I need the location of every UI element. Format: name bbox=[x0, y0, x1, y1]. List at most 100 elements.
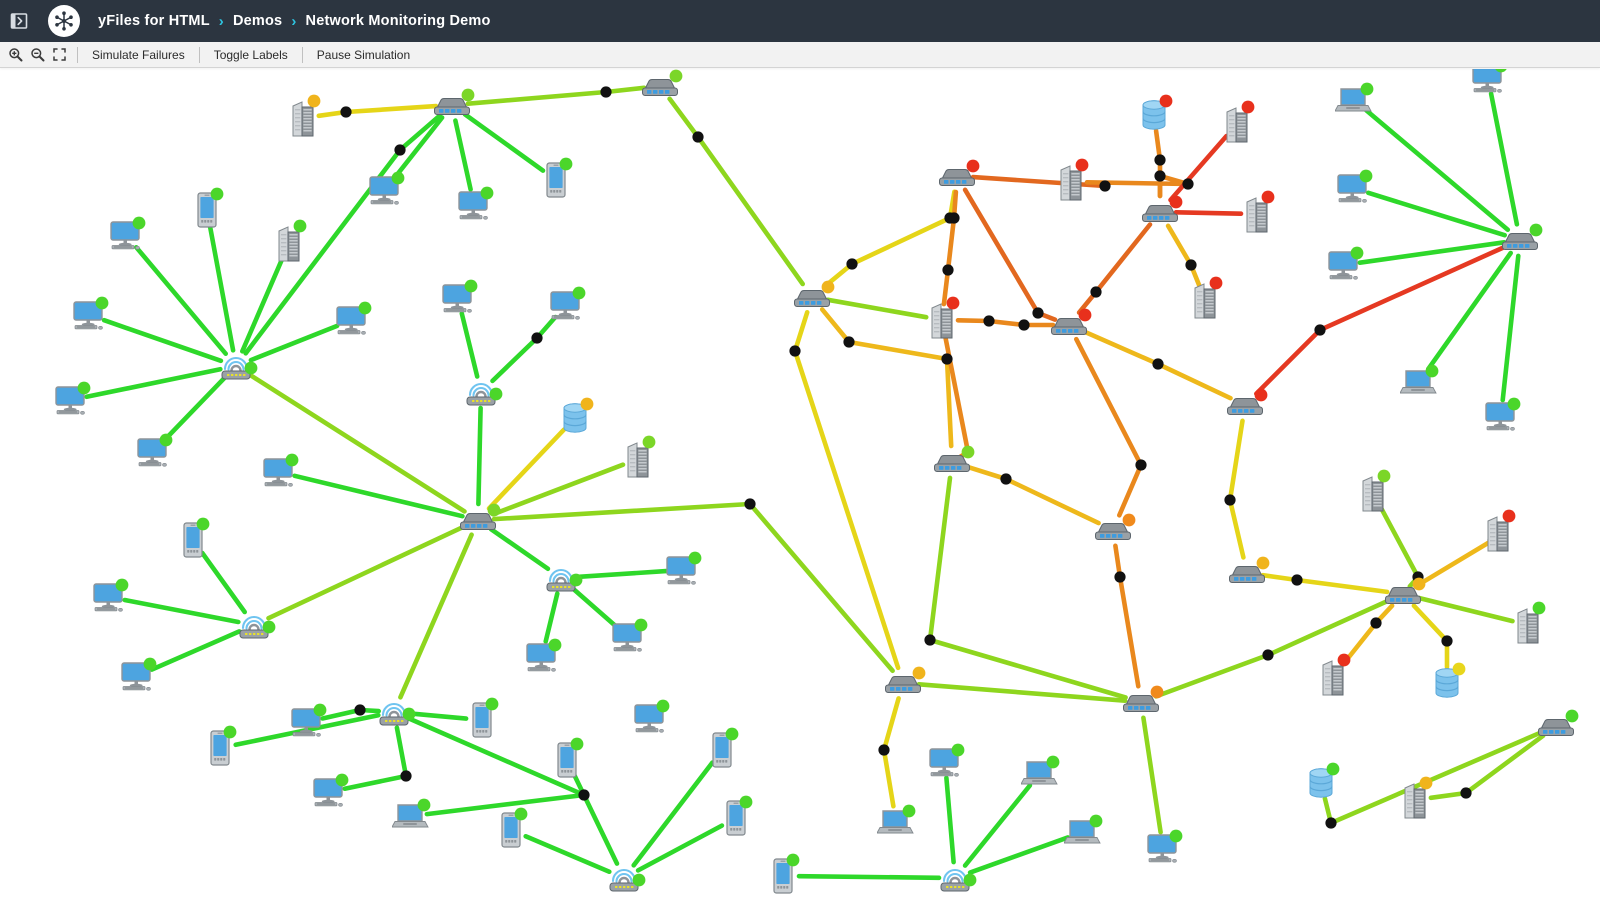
graph-edge[interactable] bbox=[453, 118, 473, 192]
graph-node-wlan[interactable] bbox=[378, 702, 416, 727]
node-status-badge[interactable] bbox=[1452, 662, 1466, 676]
node-status-badge[interactable] bbox=[335, 773, 349, 787]
graph-node-switch[interactable] bbox=[1142, 195, 1183, 222]
graph-node-smartphone[interactable] bbox=[557, 737, 584, 778]
edge-bend-marker[interactable] bbox=[1325, 817, 1337, 829]
edge-bend-marker[interactable] bbox=[924, 634, 936, 646]
graph-edge[interactable] bbox=[1074, 336, 1144, 518]
graph-edge[interactable] bbox=[965, 464, 1101, 526]
graph-node-server[interactable] bbox=[292, 94, 321, 137]
graph-node-workstation[interactable] bbox=[263, 453, 299, 487]
node-status-badge[interactable] bbox=[946, 296, 960, 310]
node-status-badge[interactable] bbox=[132, 216, 146, 230]
toggle-labels-button[interactable]: Toggle Labels bbox=[213, 47, 288, 62]
node-status-badge[interactable] bbox=[1241, 100, 1255, 114]
graph-node-server[interactable] bbox=[1322, 653, 1351, 696]
graph-node-switch[interactable] bbox=[885, 666, 926, 693]
graph-node-smartphone[interactable] bbox=[197, 187, 224, 228]
graph-edge[interactable] bbox=[342, 725, 409, 791]
graph-edge[interactable] bbox=[149, 629, 242, 672]
node-status-badge[interactable] bbox=[487, 503, 501, 517]
node-status-badge[interactable] bbox=[569, 573, 583, 587]
node-status-badge[interactable] bbox=[642, 435, 656, 449]
node-status-badge[interactable] bbox=[1169, 195, 1183, 209]
breadcrumb-item-yfiles-for-html[interactable]: yFiles for HTML bbox=[98, 13, 210, 29]
node-status-badge[interactable] bbox=[739, 795, 753, 809]
graph-edge[interactable] bbox=[1322, 730, 1544, 826]
graph-edge[interactable] bbox=[944, 775, 956, 865]
graph-node-database[interactable] bbox=[563, 397, 594, 433]
graph-node-workstation[interactable] bbox=[634, 699, 670, 733]
zoom-in-button[interactable] bbox=[5, 45, 25, 65]
graph-node-workstation[interactable] bbox=[929, 743, 965, 777]
edge-bend-marker[interactable] bbox=[846, 258, 858, 270]
graph-node-workstation[interactable] bbox=[137, 433, 173, 467]
pause-simulation-button[interactable]: Pause Simulation bbox=[316, 47, 411, 62]
graph-node-server[interactable] bbox=[1060, 158, 1089, 201]
graph-edge[interactable] bbox=[1428, 733, 1546, 801]
graph-node-laptop[interactable] bbox=[877, 804, 916, 834]
node-status-badge[interactable] bbox=[1256, 556, 1270, 570]
node-status-badge[interactable] bbox=[951, 743, 965, 757]
node-status-badge[interactable] bbox=[1359, 169, 1373, 183]
edge-bend-marker[interactable] bbox=[789, 345, 801, 357]
breadcrumb-item-demos[interactable]: Demos bbox=[232, 13, 283, 29]
node-status-badge[interactable] bbox=[293, 219, 307, 233]
edge-bend-marker[interactable] bbox=[1262, 649, 1274, 661]
node-status-badge[interactable] bbox=[485, 697, 499, 711]
node-status-badge[interactable] bbox=[489, 387, 503, 401]
graph-edge[interactable] bbox=[796, 873, 942, 881]
graph-node-switch[interactable] bbox=[460, 503, 501, 530]
graph-node-wlan[interactable] bbox=[545, 568, 583, 593]
node-status-badge[interactable] bbox=[1565, 709, 1579, 723]
graph-edge[interactable] bbox=[488, 526, 551, 572]
node-status-badge[interactable] bbox=[1337, 653, 1351, 667]
node-status-badge[interactable] bbox=[1495, 69, 1508, 73]
graph-node-switch[interactable] bbox=[1095, 513, 1136, 540]
edge-bend-marker[interactable] bbox=[941, 353, 953, 365]
node-status-badge[interactable] bbox=[514, 807, 528, 821]
graph-node-smartphone[interactable] bbox=[210, 725, 237, 766]
graph-node-smartphone[interactable] bbox=[546, 157, 573, 198]
graph-node-workstation[interactable] bbox=[73, 296, 109, 330]
edge-bend-marker[interactable] bbox=[1370, 617, 1382, 629]
graph-edge[interactable] bbox=[1168, 133, 1229, 203]
edge-bend-marker[interactable] bbox=[1099, 180, 1111, 192]
graph-edge[interactable] bbox=[916, 682, 1128, 703]
graph-node-workstation[interactable] bbox=[55, 381, 91, 415]
graph-node-smartphone[interactable] bbox=[183, 517, 210, 558]
node-status-badge[interactable] bbox=[559, 157, 573, 171]
graph-edge[interactable] bbox=[631, 760, 715, 868]
edge-bend-marker[interactable] bbox=[1154, 154, 1166, 166]
graph-edge[interactable] bbox=[101, 317, 224, 364]
graph-node-switch[interactable] bbox=[1123, 685, 1164, 712]
edge-bend-marker[interactable] bbox=[1018, 319, 1030, 331]
node-status-badge[interactable] bbox=[1425, 364, 1439, 378]
graph-node-workstation[interactable] bbox=[666, 551, 702, 585]
node-status-badge[interactable] bbox=[548, 638, 562, 652]
graph-canvas[interactable] bbox=[0, 69, 1600, 900]
node-status-badge[interactable] bbox=[1261, 190, 1275, 204]
node-status-badge[interactable] bbox=[634, 618, 648, 632]
node-status-badge[interactable] bbox=[570, 737, 584, 751]
node-status-badge[interactable] bbox=[1529, 223, 1543, 237]
node-status-badge[interactable] bbox=[1350, 246, 1364, 260]
node-status-badge[interactable] bbox=[461, 88, 475, 102]
node-status-badge[interactable] bbox=[688, 551, 702, 565]
graph-node-switch[interactable] bbox=[934, 445, 975, 472]
graph-edge[interactable] bbox=[407, 711, 469, 721]
graph-node-switch[interactable] bbox=[1227, 388, 1268, 415]
graph-node-server[interactable] bbox=[1226, 100, 1255, 143]
graph-node-workstation[interactable] bbox=[1337, 169, 1373, 204]
graph-node-switch[interactable] bbox=[1051, 308, 1092, 335]
graph-edge[interactable] bbox=[459, 311, 480, 379]
graph-edge[interactable] bbox=[1227, 418, 1246, 560]
node-status-badge[interactable] bbox=[1169, 829, 1183, 843]
graph-node-server[interactable] bbox=[1404, 776, 1433, 819]
node-status-badge[interactable] bbox=[1254, 388, 1268, 402]
node-status-badge[interactable] bbox=[632, 873, 646, 887]
node-status-badge[interactable] bbox=[1419, 776, 1433, 790]
graph-edge[interactable] bbox=[248, 323, 340, 363]
edge-bend-marker[interactable] bbox=[878, 744, 890, 756]
graph-edge[interactable] bbox=[1141, 715, 1163, 835]
